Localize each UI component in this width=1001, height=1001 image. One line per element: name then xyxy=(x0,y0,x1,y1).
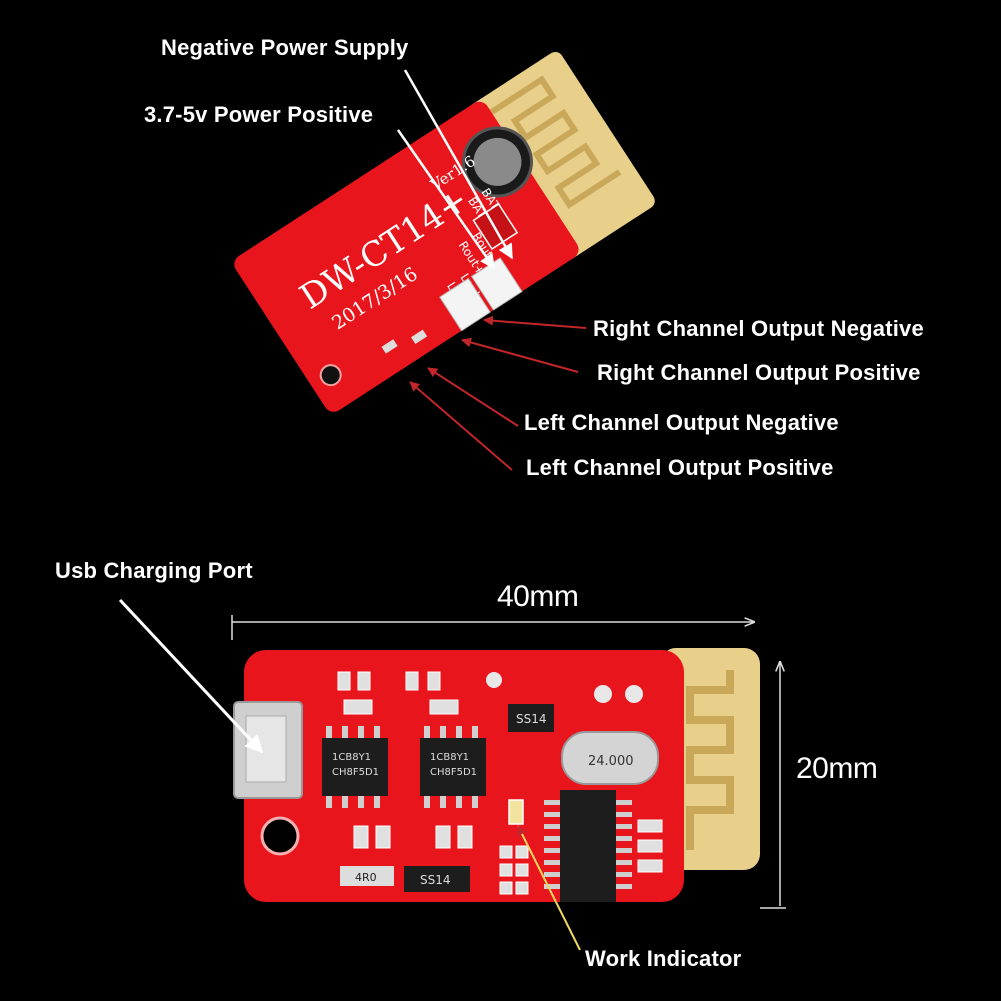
diode-2-label: SS14 xyxy=(420,873,451,887)
resistor xyxy=(340,866,394,886)
chip-legs xyxy=(326,726,478,808)
top-mount-hole xyxy=(319,364,342,387)
arrow-power-positive xyxy=(396,129,496,270)
label-right-out-negative: Right Channel Output Negative xyxy=(593,316,924,341)
label-usb-charging-port: Usb Charging Port xyxy=(55,558,253,583)
crystal xyxy=(561,731,659,785)
arrow-negative-power xyxy=(403,69,514,260)
bluetooth-chip xyxy=(560,790,616,902)
label-right-out-positive: Right Channel Output Positive xyxy=(597,360,921,385)
usb-port-inner xyxy=(245,715,287,783)
arrow-usb-port xyxy=(118,598,264,754)
label-work-indicator: Work Indicator xyxy=(585,946,742,971)
arrow-left-negative xyxy=(427,367,519,427)
arrow-work-indicator xyxy=(517,825,581,951)
label-left-out-positive: Left Channel Output Positive xyxy=(526,455,834,480)
amp-chip-1 xyxy=(322,738,388,796)
left-channel-connector xyxy=(439,277,491,332)
bottom-board: 1CB8Y1 CH8F5D1 1CB8Y1 CH8F5D1 24.000 SS1… xyxy=(233,648,760,902)
smd-components xyxy=(337,671,663,895)
work-indicator-led xyxy=(508,799,524,825)
arrow-right-negative xyxy=(483,315,587,329)
amp-chip-1-line2: CH8F5D1 xyxy=(332,767,379,778)
crystal-label: 24.000 xyxy=(588,754,634,769)
amp-chip-2-line2: CH8F5D1 xyxy=(430,767,477,778)
top-antenna-area xyxy=(468,51,655,261)
top-smd-1 xyxy=(381,339,398,354)
top-smd-2 xyxy=(411,329,428,344)
amp-chip-2 xyxy=(420,738,486,796)
resistor-label: 4R0 xyxy=(355,871,377,884)
label-negative-power-supply: Negative Power Supply xyxy=(161,35,409,60)
bottom-mount-hole xyxy=(260,816,300,856)
dimension-height-label: 20mm xyxy=(796,752,878,785)
bottom-antenna-trace xyxy=(686,670,734,850)
label-left-out-negative: Left Channel Output Negative xyxy=(524,410,839,435)
dimension-width-label: 40mm xyxy=(497,580,579,613)
amp-chip-2-line1: 1CB8Y1 xyxy=(430,752,469,763)
capacitor-top xyxy=(473,137,522,186)
round-pads xyxy=(486,672,643,703)
arrow-left-positive xyxy=(409,381,513,471)
diode-1-label: SS14 xyxy=(516,712,547,726)
diode-2 xyxy=(404,866,470,892)
diode-1 xyxy=(508,704,554,732)
bottom-antenna-area xyxy=(660,648,760,870)
bluetooth-chip-legs xyxy=(544,800,632,889)
amp-chip-1-line1: 1CB8Y1 xyxy=(332,752,371,763)
arrow-right-positive xyxy=(461,337,579,373)
top-antenna-trace xyxy=(489,75,622,209)
label-power-positive: 3.7-5v Power Positive xyxy=(144,102,374,127)
